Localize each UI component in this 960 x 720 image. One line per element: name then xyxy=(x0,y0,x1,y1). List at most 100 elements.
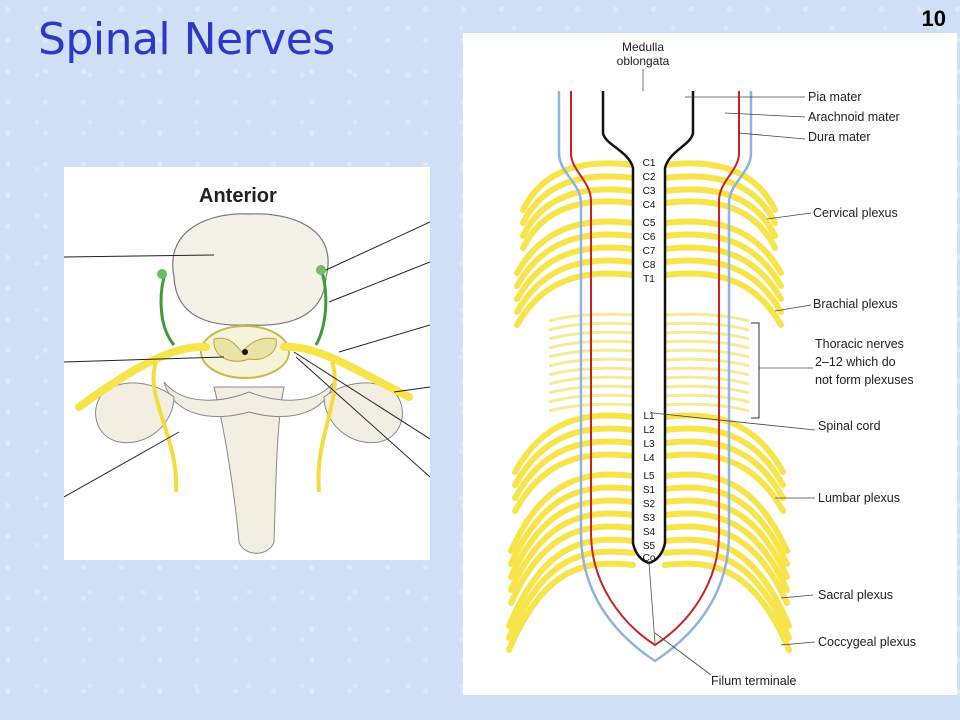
right-transverse-process xyxy=(323,382,403,444)
dura-mater xyxy=(557,91,753,663)
nerve-arc-right-12 xyxy=(662,451,786,514)
nerve-arc-left-1 xyxy=(520,173,636,226)
nerve-arc-left-8 xyxy=(514,270,636,328)
thoracic-nerve-right-0 xyxy=(664,312,750,323)
right-rami-communicantes xyxy=(314,271,328,346)
thoracic-nerve-right-6 xyxy=(664,366,750,377)
central-canal xyxy=(242,349,248,355)
nerve-arc-left-15 xyxy=(508,497,636,580)
segment-label-s2: S2 xyxy=(643,499,656,510)
nerve-arc-right-15 xyxy=(662,497,790,580)
thoracic-nerve-right-5 xyxy=(664,357,750,368)
thoracic-nerve-right-2 xyxy=(664,330,750,341)
segment-label-c2: C2 xyxy=(643,172,656,183)
nerve-arc-left-12 xyxy=(512,451,636,514)
left-rami-communicantes xyxy=(159,276,176,346)
spinal-cord-label: Spinal cord xyxy=(818,419,881,433)
segment-label-c7: C7 xyxy=(643,246,656,257)
vertebra-cross-section-figure: Anterior xyxy=(63,167,431,560)
nerve-arc-left-14 xyxy=(508,484,636,567)
nerve-arc-right-5 xyxy=(662,231,784,289)
nerve-arc-left-7 xyxy=(514,257,636,315)
segment-label-s4: S4 xyxy=(643,527,656,538)
thoracic-nerve-right-10 xyxy=(664,402,750,413)
segment-label-c8: C8 xyxy=(643,260,656,271)
nerve-arc-left-16 xyxy=(508,510,636,593)
segment-label-co: Co xyxy=(643,553,656,564)
nerve-arc-left-10 xyxy=(512,425,636,488)
spinal-cord-svg: Medulla oblongata C1C2C3C4C5C6C7C8T1L1L2… xyxy=(506,40,916,688)
nerve-arc-right-6 xyxy=(662,244,784,302)
coccygeal-plexus-label: Coccygeal plexus xyxy=(818,635,916,649)
filum-terminale-label: Filum terminale xyxy=(711,674,796,688)
nerve-arc-left-9 xyxy=(512,412,636,475)
nerve-arc-left-11 xyxy=(512,438,636,501)
left-sympathetic-ganglion xyxy=(157,269,167,279)
nerve-arc-right-4 xyxy=(662,218,784,276)
segment-label-l3: L3 xyxy=(643,439,655,450)
segment-label-c1: C1 xyxy=(643,158,656,169)
cervical-plexus-label: Cervical plexus xyxy=(813,206,898,220)
spinal-nerve-arcs xyxy=(506,160,792,653)
thoracic-nerve-right-4 xyxy=(664,348,750,359)
filum-terminale-line xyxy=(648,562,656,644)
arachnoid-mater xyxy=(570,91,740,647)
leader-lines xyxy=(63,221,431,498)
segment-label-l1: L1 xyxy=(643,411,655,422)
segment-label-l2: L2 xyxy=(643,425,655,436)
segment-label-l4: L4 xyxy=(643,453,655,464)
nerve-arc-left-3 xyxy=(520,198,636,251)
nerve-arc-left-18 xyxy=(506,536,636,629)
nerve-arc-left-17 xyxy=(508,523,636,606)
nerve-arc-right-1 xyxy=(662,173,778,226)
nerve-arc-left-0 xyxy=(520,160,636,213)
segment-label-s3: S3 xyxy=(643,513,656,524)
nerve-arc-left-4 xyxy=(514,218,636,276)
thoracic-nerve-right-9 xyxy=(664,393,750,404)
sacral-plexus-label: Sacral plexus xyxy=(818,588,893,602)
vertebra-cross-section-svg: Anterior xyxy=(63,185,431,554)
right-spinal-nerve xyxy=(280,342,413,401)
thoracic-nerve-right-7 xyxy=(664,375,750,386)
segment-label-t1: T1 xyxy=(643,274,655,285)
nerve-arc-right-13 xyxy=(662,471,790,554)
nerve-arc-right-8 xyxy=(662,270,784,328)
medulla-label: Medulla xyxy=(622,40,664,54)
segment-label-c6: C6 xyxy=(643,232,656,243)
arachnoid-mater-label: Arachnoid mater xyxy=(808,110,900,124)
brachial-plexus-label: Brachial plexus xyxy=(813,297,898,311)
oblongata-label: oblongata xyxy=(617,54,670,68)
spinous-process xyxy=(213,386,285,554)
nerve-arc-right-0 xyxy=(662,160,778,213)
nerve-arc-right-18 xyxy=(662,536,792,629)
callout-leaders xyxy=(652,96,816,676)
vertebral-body xyxy=(172,213,329,326)
thoracic-bracket xyxy=(751,322,760,419)
segment-label-c3: C3 xyxy=(643,186,656,197)
nerve-arc-left-5 xyxy=(514,231,636,289)
nerve-arc-right-14 xyxy=(662,484,790,567)
segment-label-c5: C5 xyxy=(643,218,656,229)
nerve-arc-left-2 xyxy=(520,186,636,239)
nerve-arc-right-10 xyxy=(662,425,786,488)
lumbar-plexus-label: Lumbar plexus xyxy=(818,491,900,505)
nerve-arc-left-13 xyxy=(508,471,636,554)
thoracic-nerve-right-3 xyxy=(664,339,750,350)
left-spinal-nerve xyxy=(75,342,210,411)
dura-mater-label: Dura mater xyxy=(808,130,871,144)
nerve-arc-right-17 xyxy=(662,523,790,606)
thoracic-nerve-right-8 xyxy=(664,384,750,395)
anterior-label: Anterior xyxy=(199,185,277,207)
nerve-arc-right-16 xyxy=(662,510,790,593)
slide-number: 10 xyxy=(921,6,946,31)
nerve-arc-right-19 xyxy=(662,548,792,641)
nerve-arc-left-6 xyxy=(514,244,636,302)
left-dorsal-ramus xyxy=(151,361,179,493)
right-sympathetic-ganglion xyxy=(316,265,326,275)
thoracic-nerves-label-3: not form plexuses xyxy=(815,373,914,387)
nerve-arc-right-3 xyxy=(662,198,778,251)
nerve-arc-right-11 xyxy=(662,438,786,501)
right-dorsal-ramus xyxy=(316,361,337,493)
